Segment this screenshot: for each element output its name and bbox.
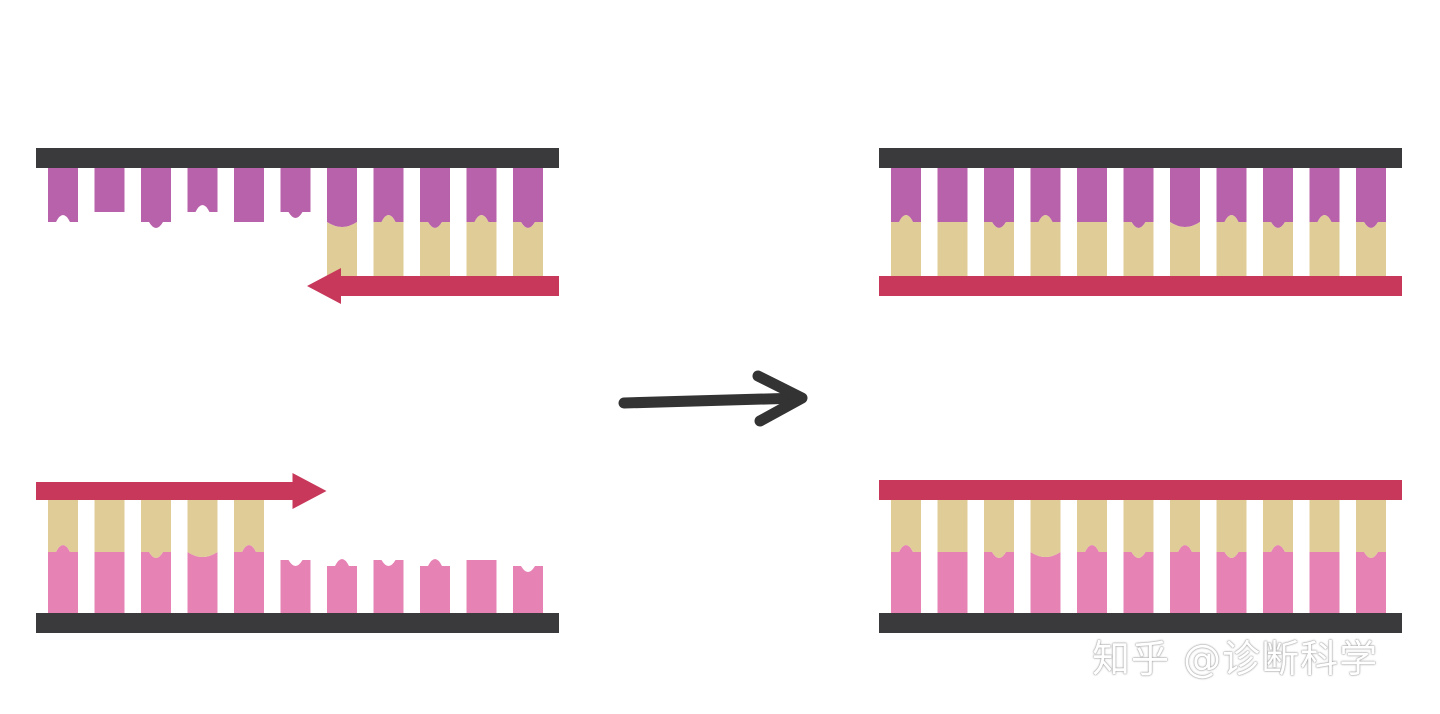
template-base: [187, 168, 218, 212]
new-strand-arrow: [36, 473, 327, 509]
template-base: [1216, 552, 1247, 613]
template-base: [1077, 168, 1107, 222]
template-base: [420, 168, 450, 228]
panel-bottom-right: [879, 480, 1402, 633]
complement-base: [373, 215, 404, 276]
complement-base: [1216, 215, 1247, 276]
complement-base: [94, 500, 125, 552]
template-base: [1077, 545, 1107, 613]
new-strand-arrow: [307, 268, 559, 304]
template-base: [1030, 552, 1061, 613]
complement-base: [187, 500, 218, 557]
complement-base: [1356, 500, 1386, 558]
template-base: [373, 560, 404, 613]
template-base: [466, 560, 497, 613]
template-base: [1263, 545, 1293, 613]
panel-top-right: [879, 148, 1402, 296]
complement-base: [1077, 500, 1107, 552]
complement-base: [1263, 500, 1293, 552]
backbone-strand: [879, 613, 1402, 633]
template-base: [327, 559, 357, 613]
template-base: [280, 168, 311, 218]
template-base: [280, 560, 311, 613]
template-base: [513, 168, 543, 228]
template-base: [141, 168, 171, 228]
template-base: [234, 168, 264, 222]
complement-base: [1309, 500, 1340, 552]
template-base: [1309, 552, 1340, 613]
watermark-text: 知乎 @诊断科学: [1092, 637, 1379, 681]
template-base: [1123, 168, 1154, 228]
template-base: [1356, 168, 1386, 228]
complement-base: [984, 222, 1014, 276]
template-base: [48, 168, 78, 222]
template-base: [327, 168, 357, 227]
complement-base: [1123, 222, 1154, 276]
backbone-strand: [879, 148, 1402, 168]
complement-base: [420, 222, 450, 276]
complement-base: [891, 500, 921, 552]
template-base: [187, 552, 218, 613]
complement-base: [1077, 222, 1107, 276]
backbone-strand: [36, 148, 559, 168]
complement-base: [937, 500, 968, 552]
complement-base: [327, 222, 357, 276]
template-base: [937, 168, 968, 222]
complement-base: [1030, 500, 1061, 557]
complement-base: [984, 500, 1014, 558]
complement-base: [48, 500, 78, 552]
template-base: [234, 545, 264, 613]
template-base: [1263, 168, 1293, 228]
template-base: [420, 559, 450, 613]
template-base: [1030, 168, 1061, 222]
template-base: [48, 545, 78, 613]
template-base: [513, 566, 543, 613]
template-base: [1123, 552, 1154, 613]
new-strand: [879, 276, 1402, 296]
complement-base: [1170, 222, 1200, 276]
template-base: [984, 552, 1014, 613]
complement-base: [1123, 500, 1154, 558]
template-base: [373, 168, 404, 222]
template-base: [1170, 545, 1200, 613]
complement-base: [891, 215, 921, 276]
template-base: [466, 168, 497, 222]
template-base: [94, 552, 125, 613]
template-base: [1170, 168, 1200, 227]
template-base: [1356, 552, 1386, 613]
complement-base: [1263, 222, 1293, 276]
template-base: [94, 168, 125, 212]
complement-base: [937, 222, 968, 276]
template-base: [891, 168, 921, 222]
complement-base: [1309, 215, 1340, 276]
template-base: [891, 545, 921, 613]
complement-base: [234, 500, 264, 552]
complement-base: [1030, 215, 1061, 276]
new-strand: [879, 480, 1402, 500]
template-base: [984, 168, 1014, 228]
template-base: [1309, 168, 1340, 222]
panel-top-left: [36, 148, 559, 304]
template-base: [1216, 168, 1247, 222]
complement-base: [466, 215, 497, 276]
template-base: [141, 552, 171, 613]
template-base: [937, 552, 968, 613]
complement-base: [1216, 500, 1247, 558]
process-arrow-icon: [618, 370, 808, 427]
complement-base: [1356, 222, 1386, 276]
panel-bottom-left: [36, 473, 559, 633]
complement-base: [141, 500, 171, 558]
complement-base: [513, 222, 543, 276]
backbone-strand: [36, 613, 559, 633]
complement-base: [1170, 500, 1200, 552]
